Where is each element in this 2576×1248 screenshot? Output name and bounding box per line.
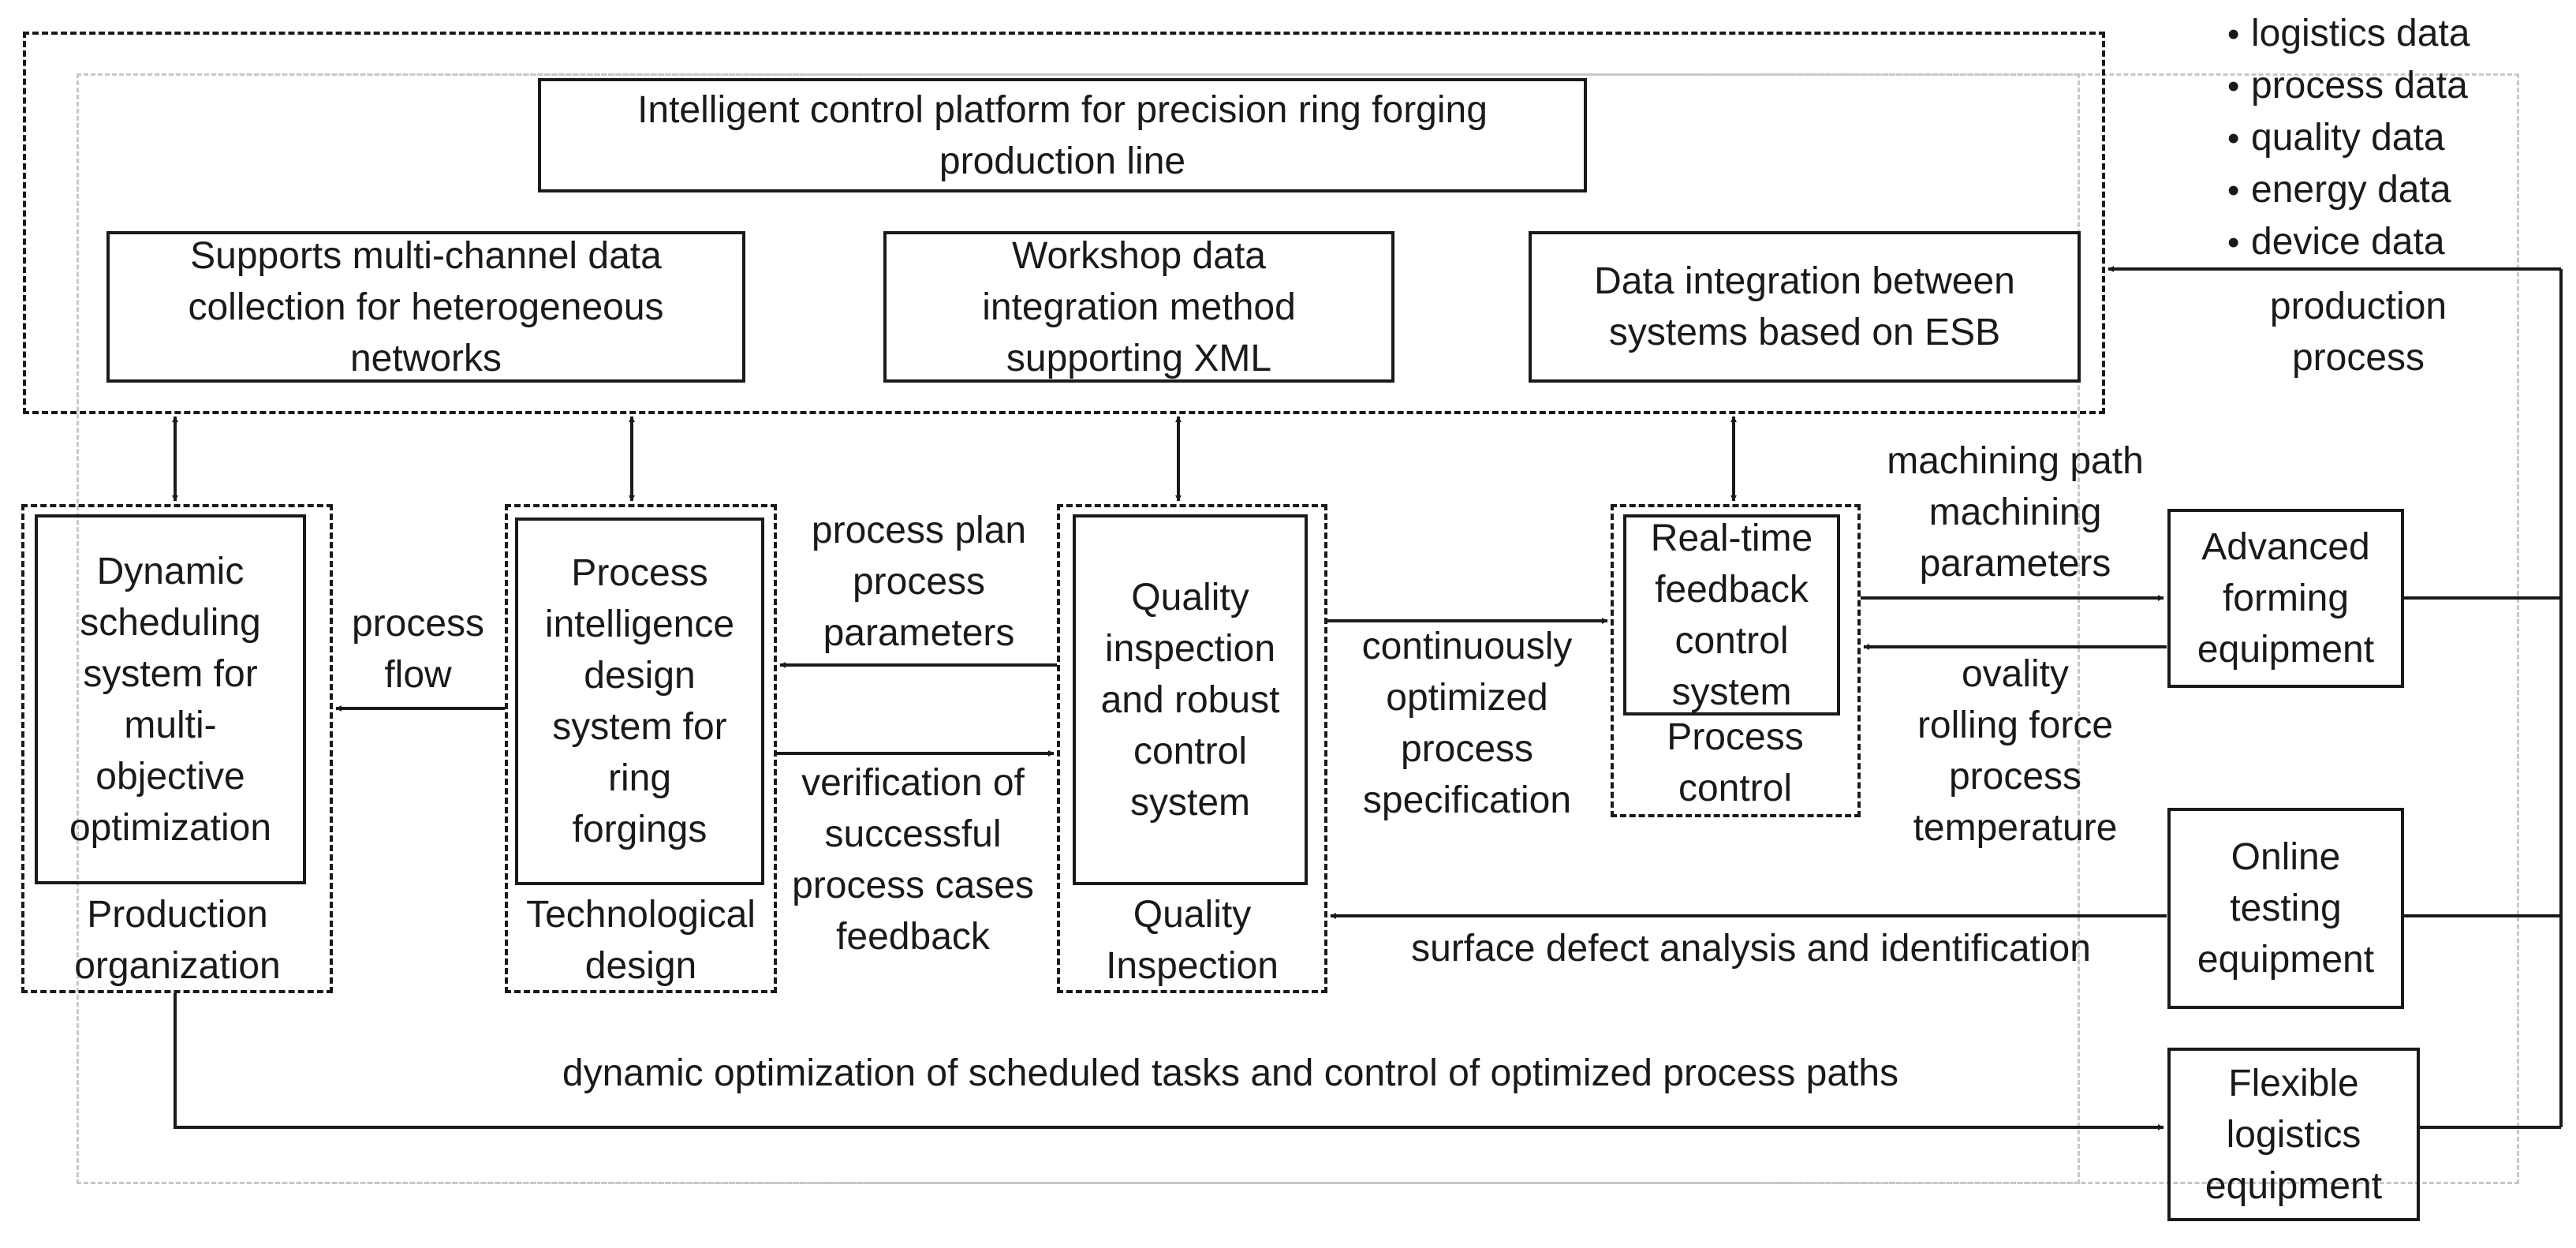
technological-caption: Technological design	[526, 894, 756, 987]
data-type-list: logistics data process data quality data…	[2227, 8, 2567, 268]
platform-title: Intelligent control platform for precisi…	[538, 78, 1587, 192]
feature-xml-integration: Workshop data integration method support…	[883, 231, 1394, 383]
production-process-label: production process	[2269, 285, 2447, 379]
production-system-box: Dynamic scheduling system for multi- obj…	[35, 514, 306, 884]
platform-frame	[23, 32, 2105, 414]
dynamic-optimization-label: dynamic optimization of scheduled tasks …	[562, 1052, 1899, 1094]
guide-frame-inner	[77, 73, 2080, 1184]
arrow-dynamic-optimization	[174, 993, 2164, 1130]
quality-system-box: Quality inspection and robust control sy…	[1073, 514, 1308, 885]
ovality-label: ovality rolling force process temperatur…	[1913, 653, 2118, 849]
feature-esb-integration: Data integration between systems based o…	[1529, 231, 2081, 383]
surface-defect-label: surface defect analysis and identificati…	[1411, 928, 2091, 970]
data-type-item: logistics data	[2227, 8, 2567, 60]
testing-equipment-box: Online testing equipment	[2167, 808, 2404, 1009]
production-frame	[21, 504, 333, 993]
continuously-label: continuously optimized process specifica…	[1361, 626, 1573, 821]
quality-caption: Quality Inspection	[1106, 894, 1279, 987]
data-type-item: process data	[2227, 60, 2567, 112]
data-type-item: device data	[2227, 216, 2567, 268]
data-type-item: quality data	[2227, 112, 2567, 164]
technological-system-box: Process intelligence design system for r…	[515, 518, 764, 885]
production-caption: Production organization	[74, 894, 281, 987]
technological-frame	[505, 504, 777, 993]
verification-label: verification of successful process cases…	[792, 762, 1034, 958]
process-control-frame	[1611, 504, 1861, 817]
feature-multi-channel: Supports multi-channel data collection f…	[106, 231, 745, 383]
process-plan-label: process plan process parameters	[811, 510, 1027, 654]
process-flow-label: process flow	[351, 602, 485, 696]
process-control-system-box: Real-time feedback control system	[1623, 514, 1840, 716]
quality-frame	[1057, 504, 1327, 993]
process-control-caption: Process control	[1667, 716, 1804, 809]
forming-equipment-box: Advanced forming equipment	[2167, 509, 2404, 688]
data-type-item: energy data	[2227, 164, 2567, 216]
logistics-equipment-box: Flexible logistics equipment	[2167, 1048, 2420, 1221]
machining-label: machining path machining parameters	[1887, 440, 2144, 585]
